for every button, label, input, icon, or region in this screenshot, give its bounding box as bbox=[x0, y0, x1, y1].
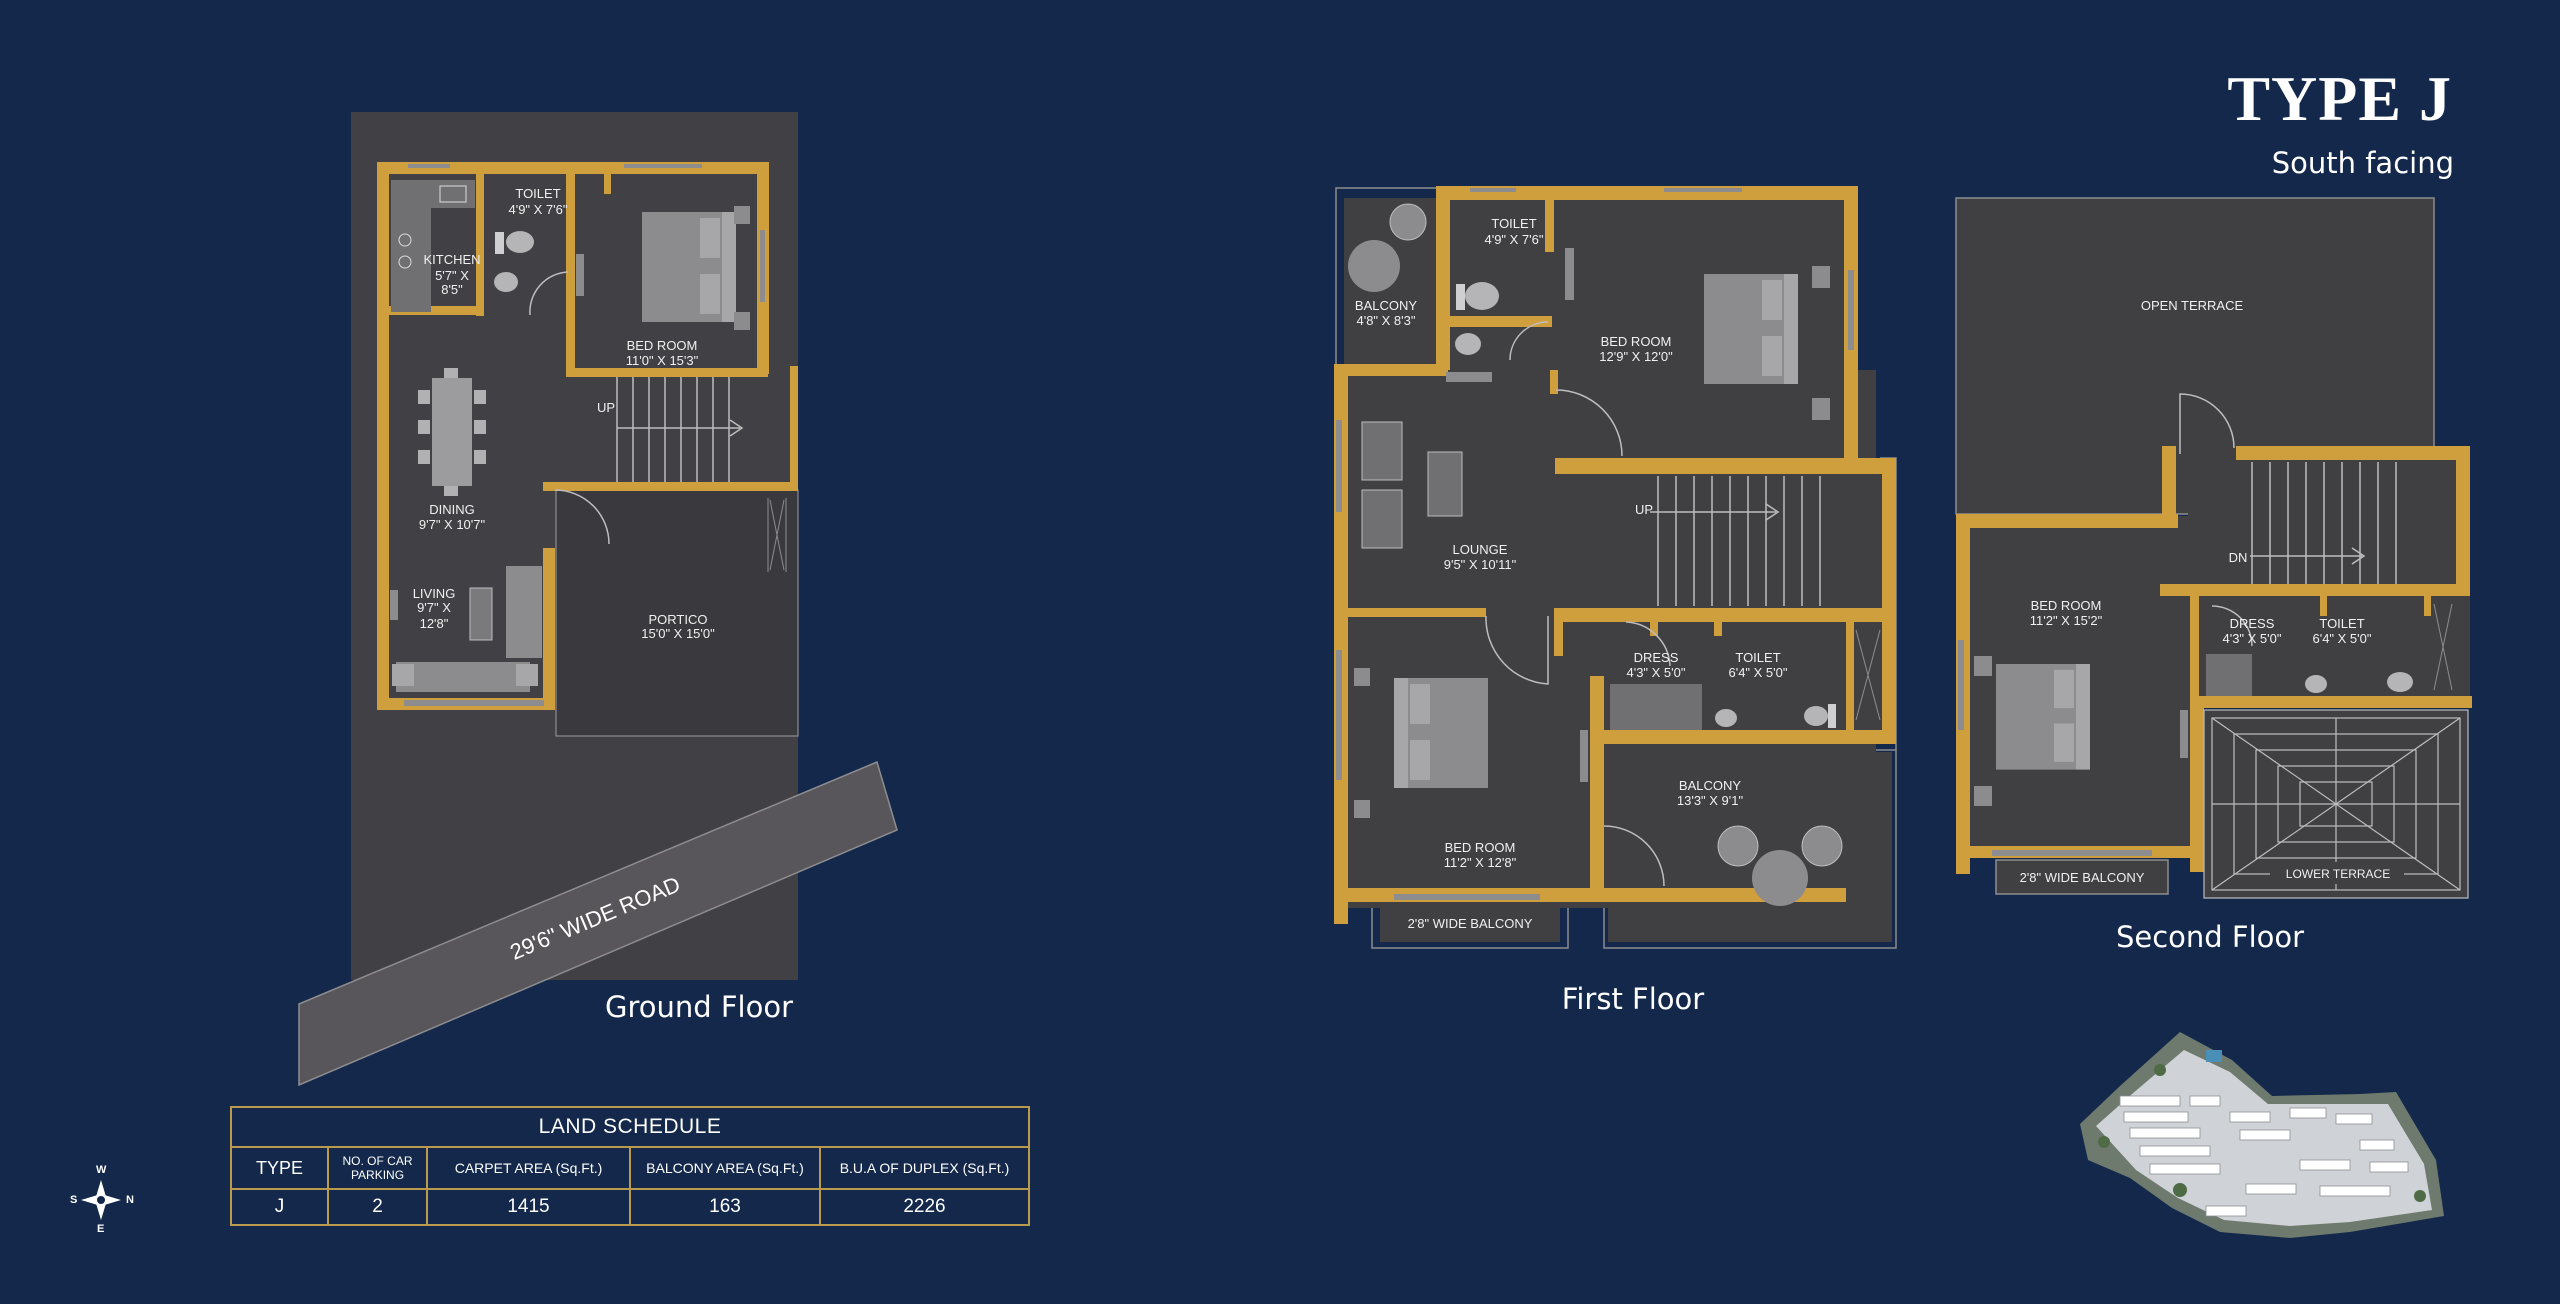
second-stairs bbox=[2250, 462, 2397, 584]
first-toilet-label: TOILET bbox=[1491, 216, 1536, 231]
second-stair-dn-label: DN bbox=[2229, 550, 2248, 565]
lounge-size: 9'5" X 10'11" bbox=[1444, 557, 1517, 572]
dining-size: 9'7" X 10'7" bbox=[419, 517, 486, 532]
compass-icon bbox=[81, 1180, 121, 1220]
second-walls bbox=[1956, 446, 2472, 874]
first-toilet2-size: 6'4" X 5'0" bbox=[1728, 665, 1787, 680]
second-toilet-label: TOILET bbox=[2319, 616, 2364, 631]
first-floor-plan: BALCONY 4'8" X 8'3" TOILET 4'9" X 7'6" B… bbox=[1334, 186, 1897, 949]
first-balcony-label: BALCONY bbox=[1679, 778, 1741, 793]
first-dress-size: 4'3" X 5'0" bbox=[1626, 665, 1685, 680]
schedule-cell-carpet: 1415 bbox=[426, 1188, 631, 1226]
first-floor-caption: First Floor bbox=[1561, 982, 1705, 1016]
land-schedule-table: LAND SCHEDULE TYPE NO. OF CAR PARKING CA… bbox=[230, 1106, 1030, 1226]
schedule-cell-type: J bbox=[230, 1188, 329, 1226]
facing-label: South facing bbox=[2271, 146, 2454, 180]
first-walls bbox=[1334, 186, 1896, 924]
first-wide-balcony-label: 2'8" WIDE BALCONY bbox=[1408, 916, 1533, 931]
kitchen-size-2: 8'5" bbox=[441, 282, 463, 297]
schedule-header-type: TYPE bbox=[230, 1146, 329, 1190]
schedule-header-parking: NO. OF CAR PARKING bbox=[327, 1146, 428, 1190]
first-toilet-size: 4'9" X 7'6" bbox=[1484, 232, 1543, 247]
lounge-sofa-icon bbox=[1361, 421, 1463, 549]
schedule-cell-bua: 2226 bbox=[819, 1188, 1030, 1226]
first-dress-label: DRESS bbox=[1634, 650, 1679, 665]
compass-west-label: W bbox=[96, 1164, 107, 1176]
toilet-icon bbox=[506, 231, 534, 253]
second-bedroom-label: BED ROOM bbox=[2031, 598, 2102, 613]
kitchen-label: KITCHEN bbox=[423, 252, 480, 267]
first-bedroom1-size: 12'9" X 12'0" bbox=[1599, 349, 1673, 364]
kitchen-counter bbox=[391, 180, 431, 312]
first-bedroom2-label: BED ROOM bbox=[1445, 840, 1516, 855]
living-label: LIVING bbox=[413, 586, 456, 601]
schedule-cell-parking: 2 bbox=[327, 1188, 428, 1226]
second-floor-caption: Second Floor bbox=[2115, 920, 2305, 954]
plan-type-title: TYPE J bbox=[2227, 63, 2452, 134]
second-bedroom-size: 11'2" X 15'2" bbox=[2030, 613, 2103, 628]
ground-stair-up-label: UP bbox=[597, 400, 615, 415]
ground-bedroom-label: BED ROOM bbox=[627, 338, 698, 353]
open-terrace-label: OPEN TERRACE bbox=[2141, 298, 2244, 313]
portico-label: PORTICO bbox=[649, 612, 708, 627]
first-balcony-small-size: 4'8" X 8'3" bbox=[1356, 313, 1415, 328]
second-toilet-size: 6'4" X 5'0" bbox=[2312, 631, 2371, 646]
living-size-1: 9'7" X bbox=[417, 600, 451, 615]
ground-floor-plan: TOILET 4'9" X 7'6" KITCHEN 5'7" X 8'5" B… bbox=[298, 112, 898, 1087]
schedule-header-carpet: CARPET AREA (Sq.Ft.) bbox=[426, 1146, 631, 1190]
second-dress-label: DRESS bbox=[2230, 616, 2275, 631]
compass-south-label: S bbox=[70, 1194, 78, 1206]
lower-terrace-roof bbox=[2203, 709, 2469, 899]
first-bedroom2-size: 11'2" X 12'8" bbox=[1444, 855, 1517, 870]
schedule-header-balcony: BALCONY AREA (Sq.Ft.) bbox=[629, 1146, 821, 1190]
second-wide-balcony-label: 2'8" WIDE BALCONY bbox=[2020, 870, 2145, 885]
first-stairs bbox=[1650, 476, 1821, 606]
first-bedroom1-label: BED ROOM bbox=[1601, 334, 1672, 349]
ground-bedroom-size: 11'0" X 15'3" bbox=[626, 353, 699, 368]
ground-toilet-size: 4'9" X 7'6" bbox=[508, 202, 567, 217]
first-toilet2-label: TOILET bbox=[1735, 650, 1780, 665]
toilet-icon bbox=[1465, 282, 1499, 310]
lounge-label: LOUNGE bbox=[1453, 542, 1508, 557]
ground-floor-caption: Ground Floor bbox=[604, 990, 794, 1024]
ground-stairs bbox=[616, 377, 744, 482]
first-balcony-size: 13'3" X 9'1" bbox=[1677, 793, 1744, 808]
schedule-header-bua: B.U.A OF DUPLEX (Sq.Ft.) bbox=[819, 1146, 1030, 1190]
site-key-map bbox=[2080, 1032, 2444, 1238]
ground-toilet-label: TOILET bbox=[515, 186, 560, 201]
compass-north-label: N bbox=[126, 1194, 134, 1206]
dining-table-icon bbox=[418, 368, 486, 496]
road bbox=[298, 760, 898, 1087]
compass-east-label: E bbox=[97, 1223, 105, 1235]
living-size-2: 12'8" bbox=[420, 616, 449, 631]
living-sofa-icon bbox=[390, 566, 542, 692]
land-schedule-title: LAND SCHEDULE bbox=[230, 1106, 1030, 1148]
first-stair-up-label: UP bbox=[1635, 502, 1653, 517]
portico-size: 15'0" X 15'0" bbox=[641, 626, 715, 641]
first-balcony-small-label: BALCONY bbox=[1355, 298, 1417, 313]
lower-terrace-label: LOWER TERRACE bbox=[2286, 867, 2390, 881]
dining-label: DINING bbox=[429, 502, 475, 517]
schedule-cell-balcony: 163 bbox=[629, 1188, 821, 1226]
second-dress-size: 4'3" X 5'0" bbox=[2222, 631, 2281, 646]
kitchen-size-1: 5'7" X bbox=[435, 268, 469, 283]
portico-area bbox=[555, 489, 799, 737]
second-floor-plan: OPEN TERRACE DN BED ROOM 11'2" X 15'2" D… bbox=[1955, 197, 2472, 899]
